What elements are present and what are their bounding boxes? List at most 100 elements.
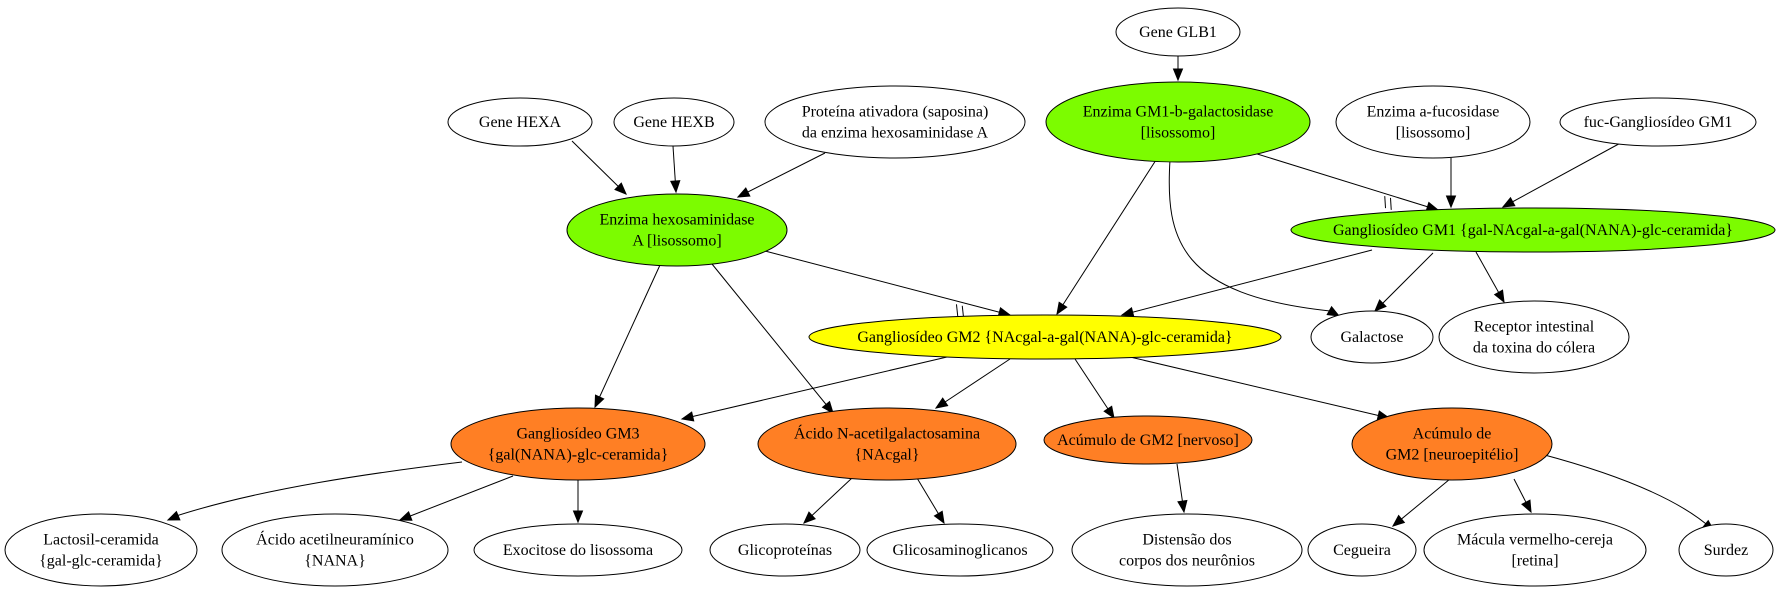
edge-gm2-to-acum_nerv [1074,358,1115,420]
node-label: Gangliosídeo GM2 {NAcgal-a-gal(NANA)-glc… [857,329,1232,346]
node-fucgm1: fuc-Gangliosídeo GM1 [1559,97,1757,147]
arrowhead [736,187,751,198]
node-glicosamino: Glicosaminoglicanos [866,523,1054,577]
node-label: [lisossomo] [1141,125,1216,142]
edge-nacgal-to-glicoprot [803,477,853,524]
arrowhead [1326,305,1341,317]
node-shape [1045,81,1311,163]
node-shape [1423,513,1647,587]
node-label: Surdez [1704,542,1748,559]
node-label: Galactose [1340,329,1403,346]
edge-acum_neuro-to-macula [1513,478,1532,514]
node-shape [1351,407,1553,481]
node-shape [808,314,1282,360]
node-label: Glicosaminoglicanos [892,542,1027,559]
node-label: Glicoproteínas [738,542,832,559]
node-shape [473,523,683,577]
inhibition-mark [1384,196,1392,210]
node-label: Enzima hexosaminidase [599,212,754,229]
arrowhead [1056,301,1068,316]
arrowhead [572,510,584,524]
arrowhead [680,411,695,422]
arrowhead [670,180,681,194]
node-shape [1043,415,1253,465]
edge-afuc-to-gm1 [1445,158,1457,209]
node-label: fuc-Gangliosídeo GM1 [1584,114,1733,131]
node-label: Exocitose do lisossoma [503,542,653,559]
node-label: Acúmulo de GM2 [nervoso] [1057,432,1239,449]
arrowhead [594,394,605,409]
node-label: Proteína ativadora (saposina) [802,104,989,121]
arrowhead [398,510,413,521]
arrowhead [1177,499,1188,514]
node-gm2: Gangliosídeo GM2 {NAcgal-a-gal(NANA)-glc… [808,314,1282,360]
node-label: Receptor intestinal [1474,319,1595,336]
edge-gm1bgal-to-galactose [1168,159,1341,317]
edge-glb1-to-gm1bgal [1172,56,1184,82]
node-label: Lactosil-ceramida [43,532,159,549]
node-label: {gal-glc-ceramida} [39,553,163,570]
edge-hexA-to-gm2 [764,250,1012,318]
node-nacgal: Ácido N-acetilgalactosamina{NAcgal} [757,407,1017,481]
arrowhead [1103,405,1115,420]
node-glicoprot: Glicoproteínas [709,523,861,577]
node-label: Gene HEXA [479,114,562,131]
node-label: [retina] [1511,553,1558,570]
node-shape [1115,7,1241,57]
node-shape [1335,85,1531,159]
node-label: corpos dos neurônios [1119,553,1255,570]
arrowhead [934,397,949,409]
node-shape [447,97,593,147]
node-label: da enzima hexosaminidase A [802,125,989,142]
edge-acum_nerv-to-distensao [1176,463,1188,514]
node-macula: Mácula vermelho-cereja[retina] [1423,513,1647,587]
arrowhead [1493,289,1505,304]
arrowhead [166,510,181,521]
node-afuc: Enzima a-fucosidase[lisossomo] [1335,85,1531,159]
edge-hexa-to-hexA [571,140,627,195]
node-shape [764,85,1026,159]
node-label: Ácido acetilneuramínico [256,530,414,549]
arrowhead [1120,307,1135,318]
edge-gm1bgal-to-gm1 [1253,152,1440,212]
edge-hexA-to-gm3 [594,264,661,409]
node-nana: Ácido acetilneuramínico{NANA} [221,513,449,587]
node-shape [4,513,198,587]
edge-hexb-to-hexA [670,145,681,194]
node-label: A [lisossomo] [632,233,721,250]
node-exocitose: Exocitose do lisossoma [473,523,683,577]
node-lactosil: Lactosil-ceramida {gal-glc-ceramida} [4,513,198,587]
node-label: Cegueira [1333,542,1391,559]
edge-acum_neuro-to-cegueira [1391,478,1451,527]
arrowhead [1172,68,1184,82]
arrowhead [1501,196,1516,208]
node-label: Gene HEXB [633,114,714,131]
node-hexb: Gene HEXB [613,97,735,147]
node-label: {NAcgal} [854,447,919,464]
edges-layer [166,56,1716,532]
arrowhead [821,400,834,415]
node-cegueira: Cegueira [1307,523,1417,577]
node-shape [1678,523,1774,577]
node-shape [221,513,449,587]
node-gm3: Gangliosídeo GM3{gal(NANA)-glc-ceramida} [450,407,706,481]
edge-gm2-to-nacgal [934,358,1011,409]
node-glb1: Gene GLB1 [1115,7,1241,57]
edge-gm1-to-gm2 [1120,249,1373,318]
node-label: Enzima GM1-b-galactosidase [1083,104,1274,121]
node-shape [1438,300,1630,374]
node-hexa: Gene HEXA [447,97,593,147]
node-shape [450,407,706,481]
node-acum_nerv: Acúmulo de GM2 [nervoso] [1043,415,1253,465]
edge-gm1-to-galactose [1374,252,1434,312]
edge-gm1-to-receptor [1475,251,1505,304]
edge-nacgal-to-glicosamino [916,477,945,525]
node-shape [1310,310,1434,364]
node-label: GM2 [neuroepitélio] [1386,447,1519,464]
node-gm1bgal: Enzima GM1-b-galactosidase [lisossomo] [1045,81,1311,163]
node-shape [866,523,1054,577]
edge-gm3-to-nana [398,475,514,521]
